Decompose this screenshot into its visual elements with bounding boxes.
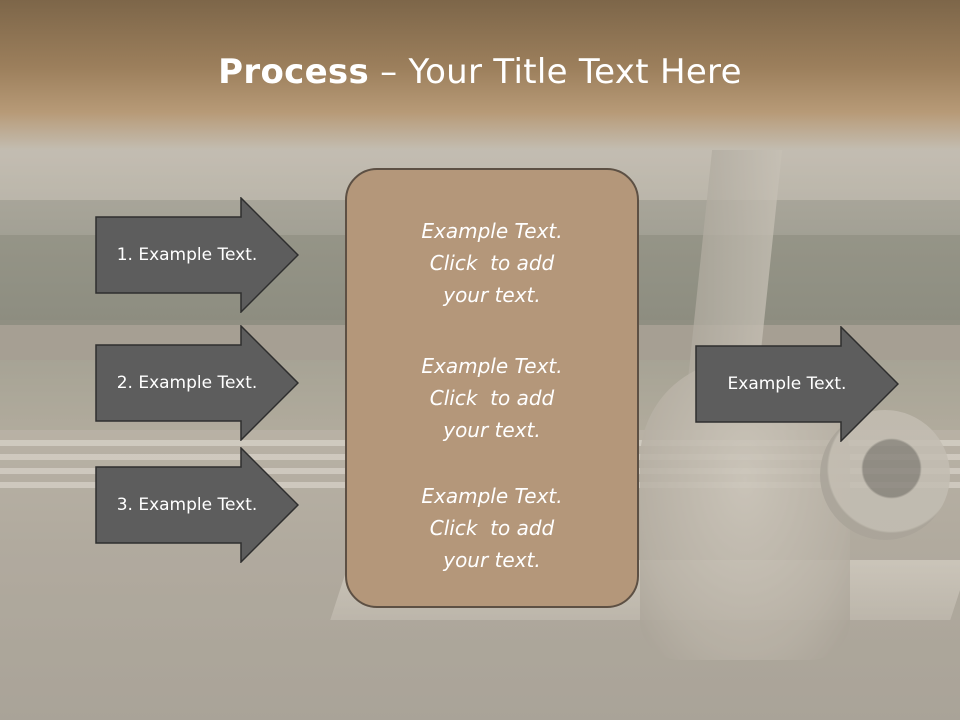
text-line: Example Text. [421, 354, 563, 378]
slide-title[interactable]: Process – Your Title Text Here [0, 52, 960, 92]
text-line: Example Text. [421, 219, 563, 243]
arrow-shape [695, 326, 899, 442]
step-arrow-1[interactable]: 1. Example Text. [95, 197, 299, 313]
text-line: your text. [443, 418, 541, 442]
text-block-3: Example Text. Click to add your text. [347, 480, 637, 576]
step-arrow-label: 3. Example Text. [116, 495, 258, 515]
text-line: your text. [443, 548, 541, 572]
step-arrow-2[interactable]: 2. Example Text. [95, 325, 299, 441]
text-block-2: Example Text. Click to add your text. [347, 350, 637, 446]
text-line: Click to add [429, 386, 555, 410]
arrow-shape [95, 197, 299, 313]
step-arrow-label: 1. Example Text. [116, 245, 258, 265]
title-bold: Process [218, 52, 370, 92]
text-line: Click to add [429, 251, 555, 275]
text-line: Example Text. [421, 484, 563, 508]
center-text-box[interactable]: Example Text. Click to add your text. Ex… [345, 168, 639, 608]
title-band [0, 0, 960, 150]
arrow-shape [95, 447, 299, 563]
arrow-shape [95, 325, 299, 441]
text-line: your text. [443, 283, 541, 307]
title-rest: – Your Title Text Here [369, 52, 742, 92]
result-arrow[interactable]: Example Text. [695, 326, 899, 442]
text-block-1: Example Text. Click to add your text. [347, 215, 637, 311]
result-arrow-label: Example Text. [727, 374, 847, 394]
text-line: Click to add [429, 516, 555, 540]
step-arrow-3[interactable]: 3. Example Text. [95, 447, 299, 563]
step-arrow-label: 2. Example Text. [116, 373, 258, 393]
